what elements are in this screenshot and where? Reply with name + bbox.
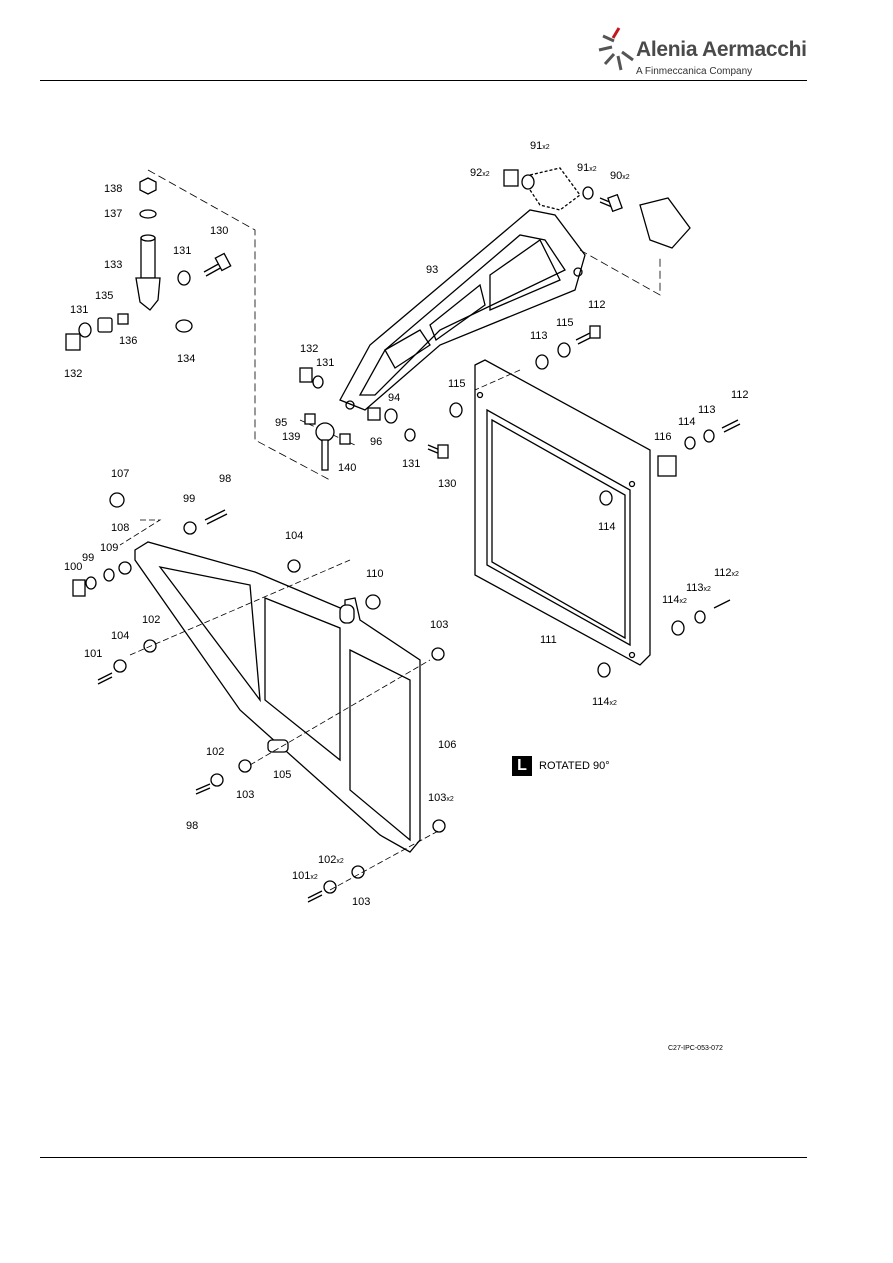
part-callout: 96 xyxy=(370,436,382,448)
part-callout: 140 xyxy=(338,462,356,474)
view-rotation-label: ROTATED 90° xyxy=(539,760,610,772)
figure-reference: C27-IPC-053-072 xyxy=(668,1045,723,1052)
company-subtitle: A Finmeccanica Company xyxy=(636,66,753,77)
part-callout: 95 xyxy=(275,417,287,429)
part-callout: 137 xyxy=(104,208,122,220)
part-callout: 114x2 xyxy=(592,696,617,708)
part-callout: 115 xyxy=(556,317,574,329)
part-callout: 109 xyxy=(100,542,118,554)
part-callout: 116 xyxy=(654,431,672,443)
part-callout: 108 xyxy=(111,522,129,534)
part-callout: 107 xyxy=(111,468,129,480)
part-callout: 112x2 xyxy=(714,567,739,579)
part-callout: 135 xyxy=(95,290,113,302)
part-callout: 131 xyxy=(402,458,420,470)
part-callout: 103 xyxy=(352,896,370,908)
part-callout: 103 xyxy=(430,619,448,631)
part-callout: 102 xyxy=(206,746,224,758)
part-callout: 139 xyxy=(282,431,300,443)
part-callout: 112 xyxy=(731,389,749,401)
part-callout: 90x2 xyxy=(610,170,630,182)
part-callout: 91x2 xyxy=(530,140,550,152)
header-rule xyxy=(40,80,807,81)
part-callout: 101x2 xyxy=(292,870,318,882)
part-callout: 102x2 xyxy=(318,854,344,866)
part-callout: 136 xyxy=(119,335,137,347)
part-callout: 114x2 xyxy=(662,594,687,606)
part-callout: 103x2 xyxy=(428,792,454,804)
part-callout: 105 xyxy=(273,769,291,781)
part-callout: 115 xyxy=(448,378,466,390)
part-callout: 103 xyxy=(236,789,254,801)
part-callout: 99 xyxy=(183,493,195,505)
part-callout: 114 xyxy=(598,521,616,533)
part-callout: 112 xyxy=(588,299,606,311)
part-callout: 133 xyxy=(104,259,122,271)
part-callout: 131 xyxy=(316,357,334,369)
part-callout: 100 xyxy=(64,561,82,573)
part-callout: 132 xyxy=(64,368,82,380)
part-callout: 98 xyxy=(186,820,198,832)
part-callout: 113x2 xyxy=(686,582,711,594)
part-callout: 132 xyxy=(300,343,318,355)
part-callout: 101 xyxy=(84,648,102,660)
part-callout: 111 xyxy=(540,634,557,646)
part-callout: 131 xyxy=(173,245,191,257)
part-callout: 130 xyxy=(210,225,228,237)
part-callout: 94 xyxy=(388,392,400,404)
part-callout: 113 xyxy=(530,330,548,342)
part-callout: 102 xyxy=(142,614,160,626)
company-name: Alenia Aermacchi xyxy=(636,38,807,61)
part-callout: 138 xyxy=(104,183,122,195)
company-logo-mark xyxy=(598,27,634,71)
part-callout: 104 xyxy=(111,630,129,642)
part-callout: 106 xyxy=(438,739,456,751)
part-callout: 113 xyxy=(698,404,716,416)
part-callout: 104 xyxy=(285,530,303,542)
part-callout: 92x2 xyxy=(470,167,490,179)
part-callout: 131 xyxy=(70,304,88,316)
part-callout: 99 xyxy=(82,552,94,564)
footer-rule xyxy=(40,1157,807,1158)
part-callout: 134 xyxy=(177,353,195,365)
part-callout: 93 xyxy=(426,264,438,276)
part-callout: 114 xyxy=(678,416,696,428)
part-callout: 110 xyxy=(366,568,384,580)
part-callout: 91x2 xyxy=(577,162,597,174)
part-callout: 130 xyxy=(438,478,456,490)
part-callout: 98 xyxy=(219,473,231,485)
view-letter-badge: L xyxy=(512,756,532,776)
